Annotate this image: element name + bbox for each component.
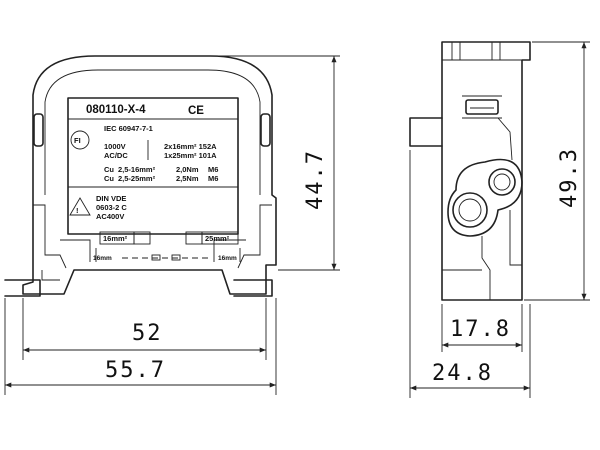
front-body-outline	[22, 55, 277, 295]
width-inner-value: 52	[132, 321, 163, 346]
standard-text: IEC 60947-7-1	[104, 124, 153, 133]
side-tab	[409, 117, 443, 147]
rating-1-text: 2x16mm² 152A	[164, 142, 217, 151]
svg-text:M6: M6	[208, 165, 218, 174]
small-wire-hole	[488, 168, 516, 196]
dimension-depth-inner: 17.8	[441, 304, 523, 352]
front-view: 080110-X-4 CE FI IEC 60947-7-1 1000V AC/…	[4, 55, 277, 297]
dimension-height-side: 49.3	[524, 41, 590, 301]
din-vde-text: DIN VDE	[96, 194, 126, 203]
din-rail	[4, 279, 273, 297]
front-inner-arch	[44, 69, 261, 195]
din-standard-text: 0603-2 C	[96, 203, 127, 212]
side-view	[409, 41, 531, 301]
right-wire-tag: 25mm²	[205, 234, 230, 243]
side-body-outline	[441, 41, 531, 301]
height-side-value: 49.3	[557, 147, 582, 208]
model-number: 080110-X-4	[86, 104, 146, 116]
svg-text:Cu: Cu	[104, 165, 114, 174]
dimension-height-front: 44.7	[212, 55, 340, 271]
left-wire-tag: 16mm²	[103, 234, 128, 243]
front-left-foot	[33, 204, 67, 269]
svg-text:Cu: Cu	[104, 174, 114, 183]
dimension-width-outer: 55.7	[4, 298, 277, 395]
top-screw-icon	[465, 99, 499, 115]
left-strip-length: 16mm	[93, 255, 112, 262]
svg-text:M6: M6	[208, 174, 218, 183]
dimension-width-inner: 52	[22, 298, 267, 360]
front-right-slot	[260, 113, 271, 147]
current-type-text: AC/DC	[104, 151, 128, 160]
dimension-depth-outer: 24.8	[409, 150, 531, 398]
depth-inner-value: 17.8	[450, 317, 511, 342]
warning-triangle-icon	[69, 197, 91, 216]
right-strip-length: 16mm	[218, 255, 237, 262]
ce-mark: CE	[188, 105, 204, 117]
svg-text:2,5-16mm²: 2,5-16mm²	[118, 165, 156, 174]
svg-text:2,0Nm: 2,0Nm	[176, 165, 199, 174]
front-bottom-clip	[41, 239, 246, 281]
fi-mark-icon	[70, 130, 90, 150]
svg-text:2,5-25mm²: 2,5-25mm²	[118, 174, 156, 183]
rating-2-text: 1x25mm² 101A	[164, 151, 217, 160]
voltage-text: 1000V	[104, 142, 126, 151]
height-front-value: 44.7	[303, 149, 328, 210]
large-wire-hole	[452, 192, 488, 228]
front-right-foot	[237, 204, 272, 269]
front-left-slot	[33, 113, 44, 147]
svg-text:2,5Nm: 2,5Nm	[176, 174, 199, 183]
label-plate	[67, 97, 239, 235]
svg-text:!: !	[76, 206, 79, 215]
svg-text:FI: FI	[74, 136, 81, 145]
width-outer-value: 55.7	[105, 358, 166, 383]
depth-outer-value: 24.8	[432, 361, 493, 386]
ac-rating-text: AC400V	[96, 212, 124, 221]
wire-holes-outline	[447, 158, 523, 237]
